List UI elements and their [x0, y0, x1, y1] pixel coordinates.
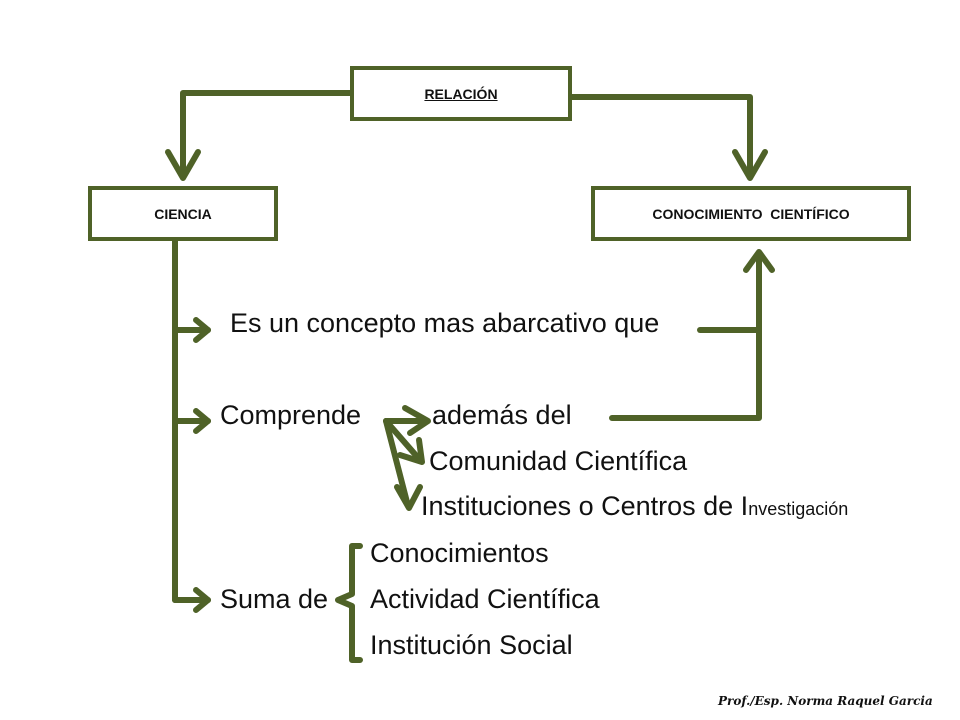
suma-de-text: Suma de: [220, 584, 329, 614]
relacion-to-ciencia-connector: [180, 90, 360, 179]
arrowhead-ciencia: [165, 149, 201, 181]
comunidad-text: Comunidad Científica: [429, 446, 688, 476]
arrowhead-ademas: [402, 405, 431, 436]
relacion-label: RELACIÓN: [424, 85, 498, 102]
fork-to-comunidad: [383, 418, 423, 463]
arrowhead-conocimiento: [732, 149, 768, 181]
relacion-box: RELACIÓN: [350, 66, 572, 121]
comprende-text: Comprende: [220, 400, 362, 430]
arrowhead-up-conocimiento: [743, 249, 775, 273]
arrowhead-comprende: [193, 408, 211, 434]
fork-to-instituciones: [383, 418, 411, 509]
instituciones-text: Instituciones o Centros de Investigación: [421, 493, 848, 520]
ademas-text: además del: [432, 400, 572, 430]
suma-bracket: [335, 543, 363, 663]
actividad-text: Actividad Científica: [370, 584, 600, 614]
ademas-link-line: [609, 252, 762, 421]
arrowhead-concepto: [193, 317, 211, 343]
arrowhead-instituciones: [394, 484, 423, 511]
ciencia-box: CIENCIA: [88, 186, 278, 241]
relacion-to-conocimiento-connector: [565, 94, 753, 179]
institucion-social-text: Institución Social: [370, 630, 573, 660]
concepto-text: Es un concepto mas abarcativo que: [230, 308, 660, 338]
investigacion-small: nvestigación: [748, 499, 849, 519]
conocimiento-cientifico-box: CONOCIMIENTO CIENTÍFICO: [591, 186, 911, 241]
arrowhead-suma: [193, 587, 211, 613]
author-signature: Prof./Esp. Norma Raquel Garcia: [718, 694, 933, 708]
arrowhead-comunidad: [397, 437, 425, 465]
ciencia-label: CIENCIA: [154, 205, 212, 222]
conocimientos-text: Conocimientos: [370, 538, 549, 568]
instituciones-main: Instituciones o Centros de I: [421, 491, 749, 521]
conocimiento-cientifico-label: CONOCIMIENTO CIENTÍFICO: [652, 205, 850, 222]
